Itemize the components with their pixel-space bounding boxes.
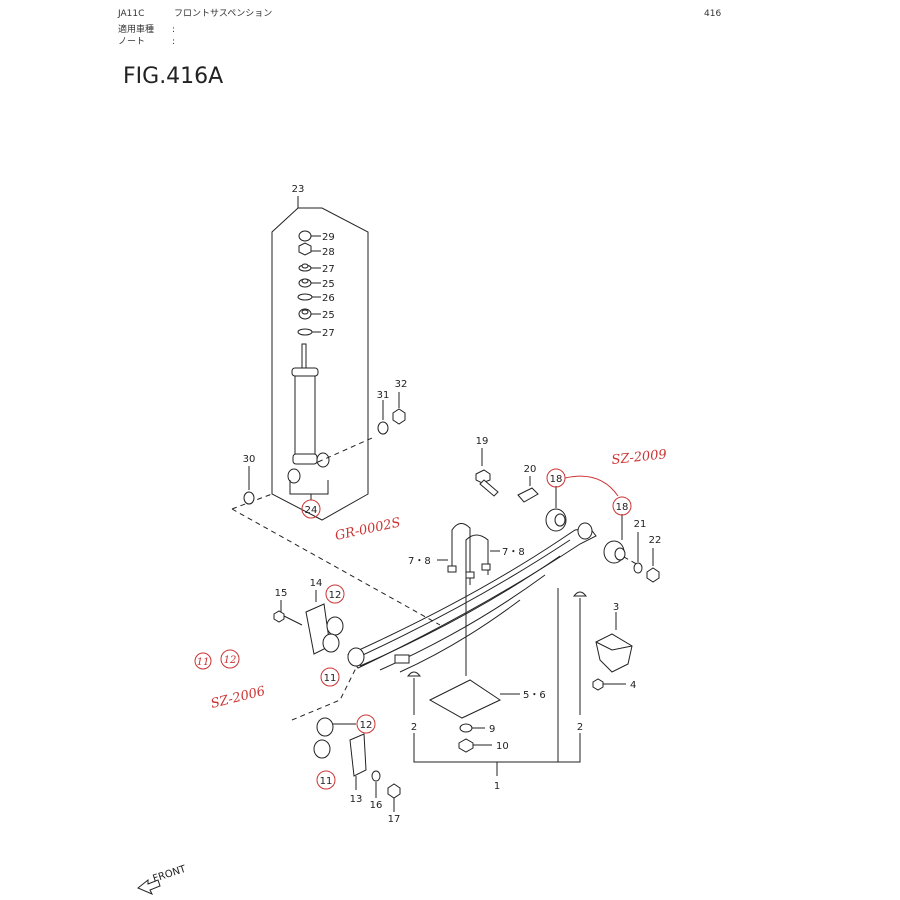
- note-sz-2006: SZ-2006: [209, 684, 266, 712]
- spring-front-axis: [231, 508, 441, 626]
- note-sz-2009: SZ-2009: [611, 447, 668, 468]
- callout-19: 19: [476, 436, 489, 447]
- callout-4: 4: [630, 680, 636, 691]
- callout-25-upper: 25: [322, 279, 335, 290]
- callout-31: 31: [377, 390, 390, 401]
- callout-10: 10: [496, 741, 509, 752]
- callout-23: 23: [292, 184, 305, 195]
- callout-2-left: 2: [411, 722, 417, 733]
- lower-hanger-axis: [291, 667, 357, 721]
- callout-18-lower: 18: [616, 502, 629, 513]
- callout-17: 17: [388, 814, 401, 825]
- callout-11-upper: 11: [324, 673, 337, 684]
- shackle-pin-19: [475, 448, 499, 497]
- callout-7-8-right: 7・8: [502, 547, 525, 558]
- callout-12-lower: 12: [360, 720, 373, 731]
- callout-2-right: 2: [577, 722, 583, 733]
- note-12: 12: [224, 655, 237, 666]
- vehicle-label: 適用車種: [118, 25, 155, 35]
- bush-20: [517, 476, 539, 503]
- shock-absorber-group: [231, 196, 373, 521]
- callout-25-lower: 25: [322, 310, 335, 321]
- callout-27-upper: 27: [322, 264, 335, 275]
- front-arrow-icon: [137, 878, 161, 895]
- note-label: ノート: [118, 37, 146, 47]
- front-label: FRONT: [152, 864, 189, 885]
- callout-32: 32: [395, 379, 408, 390]
- callout-27-lower: 27: [322, 328, 335, 339]
- callout-30: 30: [243, 454, 256, 465]
- u-bolts: [437, 523, 500, 676]
- bump-stop-bumpers: [406, 588, 588, 762]
- vehicle-colon: :: [172, 25, 176, 35]
- callout-12-upper: 12: [329, 590, 342, 601]
- note-11: 11: [197, 657, 210, 668]
- callout-13: 13: [350, 794, 363, 805]
- callout-3: 3: [613, 602, 619, 613]
- spring-seat-plate: [428, 679, 520, 753]
- callout-22: 22: [649, 535, 662, 546]
- callout-29: 29: [322, 232, 335, 243]
- callout-5-6: 5・6: [523, 690, 546, 701]
- callout-1: 1: [494, 781, 500, 792]
- bracket-3: [592, 612, 633, 691]
- leaf-spring: [347, 522, 597, 673]
- front-hanger-upper: [273, 590, 344, 655]
- shock-absorber: [287, 343, 330, 500]
- group-box-23: [271, 207, 369, 521]
- callout-26: 26: [322, 293, 335, 304]
- washer-21-nut-22: [633, 532, 660, 583]
- callout-28: 28: [322, 247, 335, 258]
- callout-9: 9: [489, 724, 495, 735]
- front-hanger-lower: [313, 717, 401, 812]
- note-colon: :: [172, 37, 176, 47]
- bush-18-lower: [603, 514, 626, 564]
- callout-11-lower: 11: [320, 776, 333, 787]
- washer-31-nut-32: [377, 392, 406, 435]
- washer-30: [243, 466, 255, 505]
- figure-title: FIG.416A: [123, 64, 224, 89]
- section-title: フロントサスペンション: [174, 9, 273, 19]
- callout-16: 16: [370, 800, 383, 811]
- callout-18-upper: 18: [550, 474, 563, 485]
- callout-21: 21: [634, 519, 647, 530]
- red-annotation-circles: [194, 468, 632, 790]
- page-number: 416: [704, 9, 722, 19]
- callout-20: 20: [524, 464, 537, 475]
- model-code: JA11C: [118, 9, 145, 19]
- callout-7-8-left: 7・8: [408, 556, 431, 567]
- mount-axis-upper: [317, 437, 373, 463]
- bush-18-upper: [545, 486, 567, 532]
- callout-24: 24: [305, 505, 318, 516]
- callout-14: 14: [310, 578, 323, 589]
- washer-stack: [297, 230, 321, 336]
- note-gr-0002s: GR-0002S: [334, 515, 402, 544]
- callout-15: 15: [275, 588, 288, 599]
